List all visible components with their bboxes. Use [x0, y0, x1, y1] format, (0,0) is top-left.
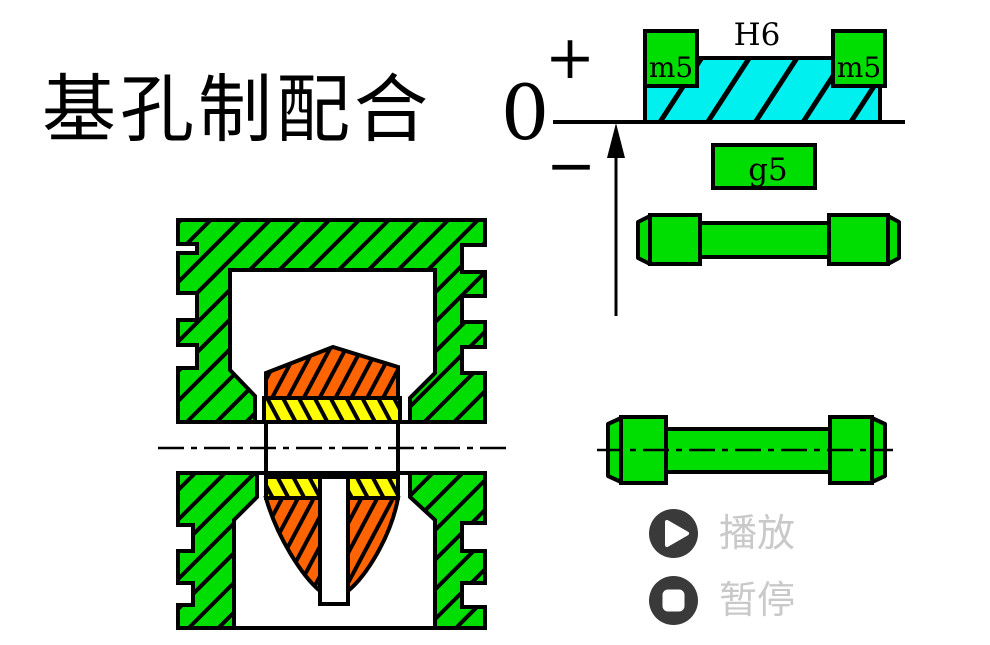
play-button[interactable]: 播放 — [649, 509, 795, 558]
cylinder-block-upper — [176, 218, 487, 424]
piston-crown — [264, 344, 400, 400]
piston-skirt-left — [263, 496, 322, 596]
shaft-upper — [636, 213, 901, 266]
page-title: 基孔制配合 — [42, 67, 432, 153]
play-label: 播放 — [719, 511, 796, 555]
shaft-zone-g5: g5 — [711, 143, 817, 190]
m5-left-label: m5 — [649, 51, 693, 84]
g5-label: g5 — [748, 152, 788, 188]
play-button-circle[interactable] — [649, 509, 698, 558]
playback-controls: 播放 暂停 — [649, 509, 795, 643]
play-triangle-icon — [665, 520, 689, 547]
piston — [262, 344, 402, 606]
m5-right-label: m5 — [837, 51, 881, 84]
stop-square-icon — [662, 589, 685, 612]
piston-ring-upper — [262, 396, 402, 424]
shaft-zone-m5-left: m5 — [643, 29, 699, 88]
piston-ring-lower-right — [346, 475, 400, 500]
minus-sign: − — [546, 131, 596, 201]
shaft-lower — [597, 415, 893, 485]
tolerance-diagram: + 0 − m5 m5 H6 g5 — [501, 17, 905, 316]
piston-skirt-right — [346, 496, 401, 596]
piston-pin-slot — [318, 475, 350, 606]
pause-label: 暂停 — [719, 578, 796, 622]
piston-ring-lower-left — [264, 475, 322, 500]
pause-button[interactable]: 暂停 — [649, 576, 795, 625]
cylinder-block-lower-left — [176, 471, 259, 630]
plus-sign: + — [545, 23, 595, 93]
pause-button-circle[interactable] — [649, 576, 698, 625]
cylinder-block-lower-right — [408, 471, 487, 630]
hole-zone-label: H6 — [734, 17, 781, 53]
zero-label: 0 — [501, 68, 549, 157]
shaft-zone-m5-right: m5 — [831, 29, 887, 88]
cylinder-block-section — [158, 218, 510, 630]
up-arrow — [607, 123, 625, 316]
